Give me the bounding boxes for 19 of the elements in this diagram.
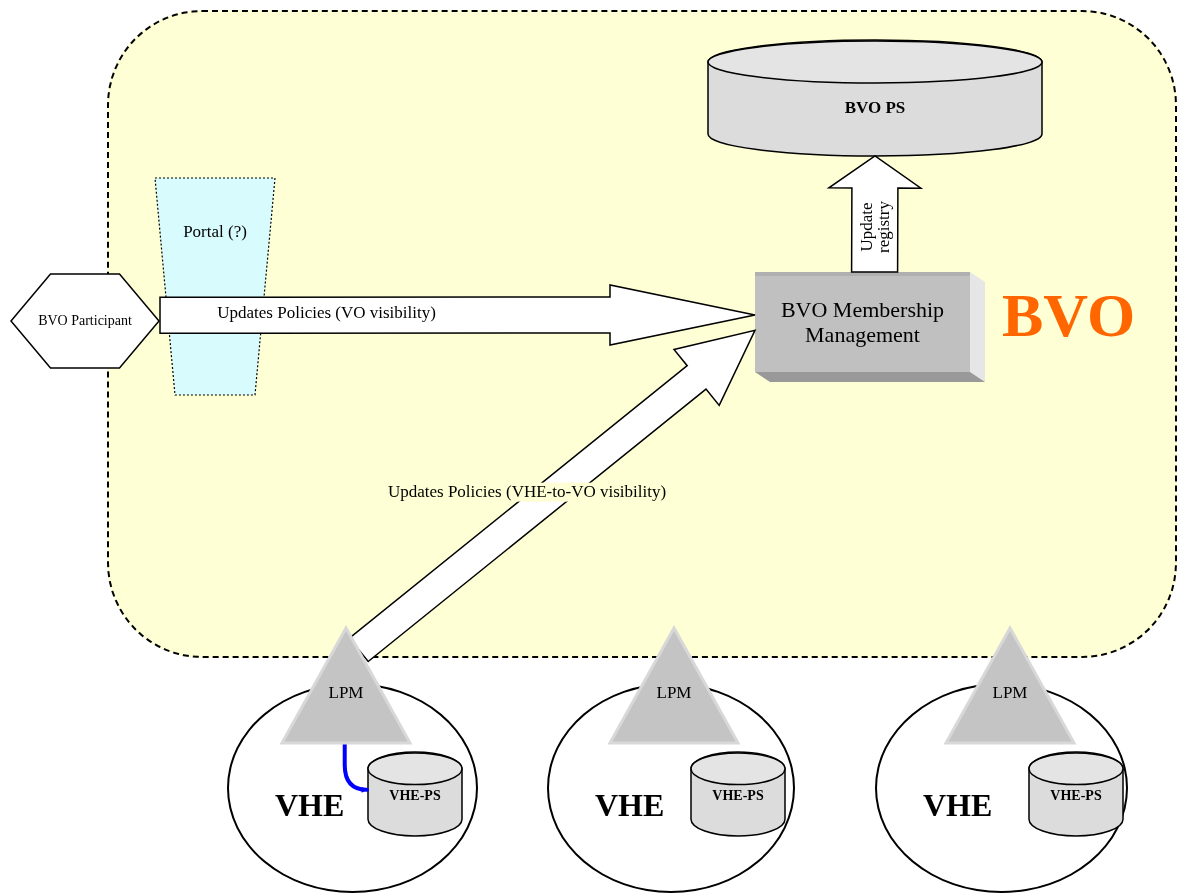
node-label: VHE [595,787,665,824]
node-label: BVO PS [843,98,907,118]
node-label: VHE-PS [711,788,765,805]
node-label: Portal (?) [182,222,248,242]
edge-label: Updates Policies (VO visibility) [216,303,437,323]
block-arrow [159,284,756,346]
block-arrow [826,155,924,273]
node-label: LPM [991,683,1029,703]
node-label: BVO Membership Management [779,296,946,348]
node-label: VHE [275,787,345,824]
region-title: BVO [1002,280,1136,351]
node-label: LPM [327,683,365,703]
node-label: VHE [923,787,993,824]
node-label: BVO Participant [37,312,133,330]
node-label: VHE-PS [1049,788,1103,805]
node-label: LPM [655,683,693,703]
edge-label: Updates Policies (VHE-to-VO visibility) [385,482,669,502]
edge-label: Update registry [857,200,892,255]
node-label: VHE-PS [388,788,442,805]
